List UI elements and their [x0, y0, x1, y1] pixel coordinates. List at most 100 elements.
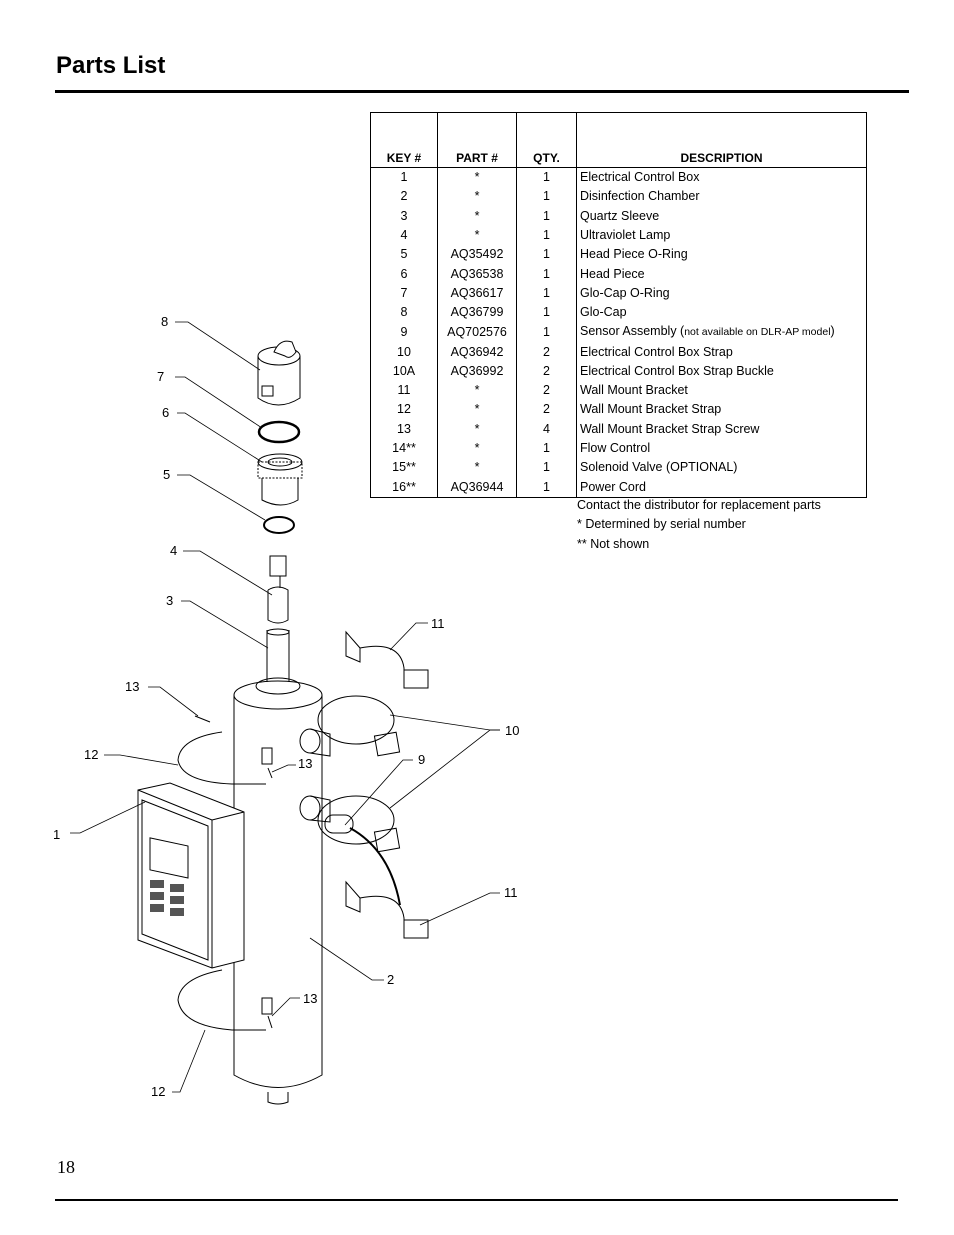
key-cell: 9 — [370, 322, 438, 343]
sensor-assembly-drawing — [324, 814, 401, 906]
callout-6: 6 — [162, 405, 169, 420]
qty-cell: 1 — [516, 303, 577, 323]
callout-7: 7 — [157, 369, 164, 384]
callout-13-bottom: 13 — [303, 991, 317, 1006]
key-cell: 4 — [370, 225, 438, 246]
desc-cell: Quartz Sleeve — [576, 206, 867, 226]
callout-11-top: 11 — [431, 616, 445, 631]
qty-cell: 1 — [516, 167, 577, 188]
key-cell: 12 — [370, 400, 438, 420]
key-cell: 14** — [370, 438, 438, 459]
strap-screw-drawing — [194, 715, 273, 1029]
desc-cell: Head Piece O-Ring — [576, 245, 867, 265]
part-cell: AQ36992 — [437, 361, 517, 381]
qty-cell: 1 — [516, 245, 577, 265]
key-cell: 6 — [370, 264, 438, 284]
desc-cell: Solenoid Valve (OPTIONAL) — [576, 458, 867, 478]
header-key: KEY # — [370, 112, 438, 168]
qty-cell: 1 — [516, 206, 577, 226]
disinfection-chamber-drawing — [233, 677, 331, 1105]
qty-cell: 2 — [516, 342, 577, 362]
desc-text: Sensor Assembly ( — [580, 324, 685, 339]
part-cell: AQ35492 — [437, 245, 517, 265]
callout-10: 10 — [505, 723, 519, 738]
part-cell: * — [437, 400, 517, 420]
control-box-drawing — [137, 782, 245, 969]
qty-cell: 1 — [516, 225, 577, 246]
qty-cell: 2 — [516, 361, 577, 381]
qty-cell: 1 — [516, 458, 577, 478]
callout-13-mid: 13 — [298, 756, 312, 771]
leader-lines — [70, 321, 500, 1093]
head-piece-oring-drawing — [263, 516, 295, 534]
key-cell: 11 — [370, 380, 438, 401]
uv-lamp-drawing — [267, 555, 289, 624]
callout-4: 4 — [170, 543, 177, 558]
qty-cell: 2 — [516, 400, 577, 420]
desc-cell: Ultraviolet Lamp — [576, 225, 867, 246]
key-cell: 8 — [370, 303, 438, 323]
qty-cell: 1 — [516, 477, 577, 498]
table-header-row: KEY # PART # QTY. DESCRIPTION — [370, 112, 867, 168]
qty-cell: 1 — [516, 438, 577, 459]
callout-1: 1 — [53, 827, 60, 842]
qty-cell: 1 — [516, 264, 577, 284]
qty-cell: 4 — [516, 419, 577, 439]
part-cell: * — [437, 187, 517, 207]
part-cell: AQ36799 — [437, 303, 517, 323]
desc-text-end: ) — [830, 324, 835, 339]
part-cell: * — [437, 438, 517, 459]
key-cell: 2 — [370, 187, 438, 207]
part-cell: * — [437, 225, 517, 246]
key-cell: 15** — [370, 458, 438, 478]
desc-cell: Wall Mount Bracket Strap Screw — [576, 419, 867, 439]
desc-cell: Wall Mount Bracket — [576, 380, 867, 401]
callout-12-top: 12 — [84, 747, 98, 762]
table-notes: Contact the distributor for replacement … — [577, 496, 821, 554]
desc-cell: Flow Control — [576, 438, 867, 459]
part-cell: * — [437, 458, 517, 478]
desc-cell: Head Piece — [576, 264, 867, 284]
key-cell: 10A — [370, 361, 438, 381]
callout-8: 8 — [161, 314, 168, 329]
header-description: DESCRIPTION — [576, 112, 867, 168]
key-cell: 1 — [370, 167, 438, 188]
part-cell: * — [437, 206, 517, 226]
qty-cell: 2 — [516, 380, 577, 401]
note-contact: Contact the distributor for replacement … — [577, 498, 821, 512]
key-cell: 10 — [370, 342, 438, 362]
desc-cell: Electrical Control Box — [576, 167, 867, 188]
callout-3: 3 — [166, 593, 173, 608]
title-rule — [55, 90, 909, 93]
desc-cell: Sensor Assembly (not available on DLR-AP… — [576, 322, 867, 343]
desc-cell: Glo-Cap O-Ring — [576, 283, 867, 304]
desc-note: not available on DLR-AP model — [684, 326, 831, 339]
page-title: Parts List — [56, 52, 166, 79]
control-box-strap-drawing — [317, 695, 401, 853]
part-cell: AQ36944 — [437, 477, 517, 498]
key-cell: 7 — [370, 283, 438, 304]
wall-mount-bracket-drawing — [345, 630, 429, 939]
desc-cell: Glo-Cap — [576, 303, 867, 323]
desc-cell: Power Cord — [576, 477, 867, 498]
head-piece-drawing — [257, 453, 303, 506]
desc-cell: Electrical Control Box Strap Buckle — [576, 361, 867, 381]
callout-2: 2 — [387, 972, 394, 987]
callout-labels: 8 7 6 5 4 3 13 12 1 11 10 9 13 11 2 13 1… — [53, 314, 519, 1099]
callout-13-top: 13 — [125, 679, 139, 694]
callout-5: 5 — [163, 467, 170, 482]
